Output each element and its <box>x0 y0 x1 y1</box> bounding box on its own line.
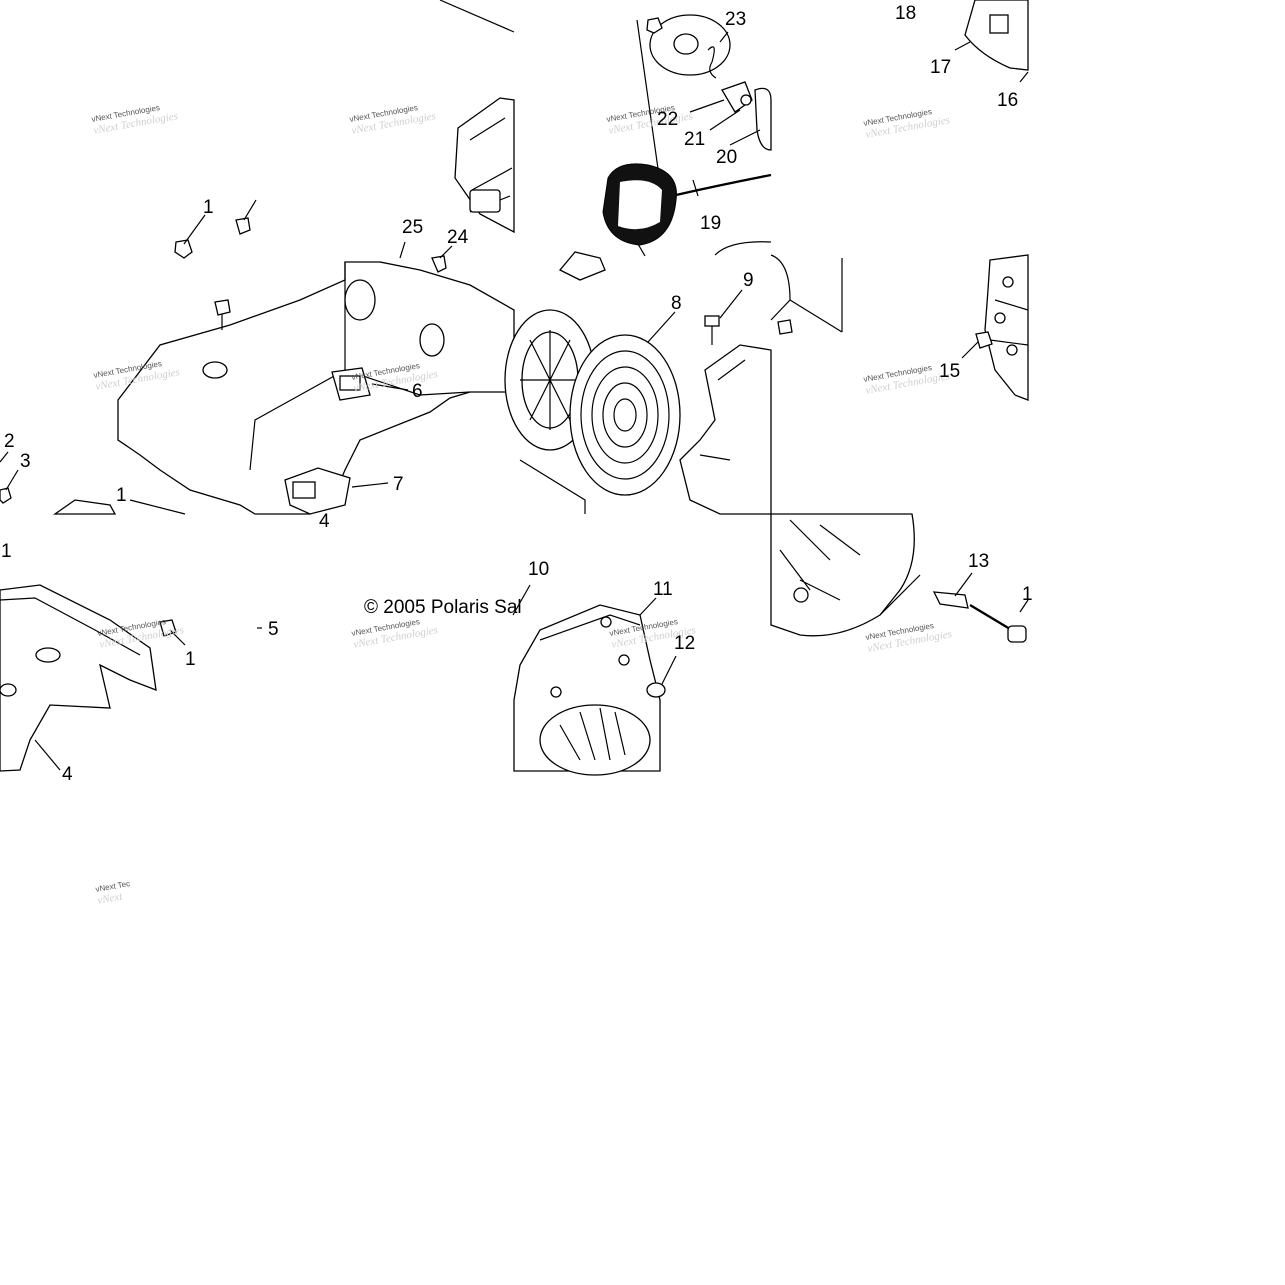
callout-15: 15 <box>939 361 960 382</box>
bolt-upper <box>214 299 231 330</box>
starter-cover <box>679 344 772 515</box>
flywheel-housing <box>964 0 1029 71</box>
bolt-24 <box>431 245 453 273</box>
callout-23: 23 <box>725 9 746 30</box>
callout-25: 25 <box>402 217 423 238</box>
callout-4: 4 <box>62 764 73 785</box>
callout-8: 8 <box>671 293 682 314</box>
callout-13: 13 <box>968 551 989 572</box>
bolt-1b <box>235 199 257 235</box>
tile-bottom-left <box>0 584 186 772</box>
tile-bottom-right <box>770 513 1029 643</box>
recoil-spring-8 <box>569 311 681 496</box>
tile-bottom-middle <box>512 584 677 776</box>
copyright-notice: © 2005 Polaris Sal <box>364 597 522 618</box>
engine-case <box>984 254 1029 401</box>
callout-24: 24 <box>447 227 469 248</box>
callout-22: 22 <box>657 109 678 130</box>
callout-6: 6 <box>412 381 423 402</box>
fan-housing <box>770 513 915 637</box>
callout-18: 18 <box>895 3 916 24</box>
bolt-9 <box>704 289 743 345</box>
callout-4: 4 <box>319 511 330 532</box>
callout-5: 5 <box>268 619 279 640</box>
gasket-7 <box>284 467 351 515</box>
callout-12: 12 <box>674 633 695 654</box>
callout-1: 1 <box>116 485 127 506</box>
round-port <box>202 361 228 379</box>
svg-text:vNext: vNext <box>97 890 125 906</box>
callout-1: 1 <box>185 649 196 670</box>
latch-13 <box>932 572 973 609</box>
tile-top-right <box>770 0 1029 401</box>
starter-rope <box>675 173 772 197</box>
callout-20: 20 <box>716 147 737 168</box>
callout-21: 21 <box>684 129 705 150</box>
callout-9: 9 <box>743 270 754 291</box>
spring-clip-23 <box>707 46 717 79</box>
bolt-1c <box>159 619 186 646</box>
bolt-1a <box>174 214 206 259</box>
callout-labels: 1 25 24 6 2 3 1 7 4 1 1 5 4 23 22 21 20 … <box>1 3 1033 785</box>
callout-2: 2 <box>4 431 15 452</box>
callout-3: 3 <box>20 451 31 472</box>
callout-14: 1 <box>1022 584 1033 605</box>
callout-16: 16 <box>997 90 1018 111</box>
tile-top-left <box>0 0 515 515</box>
lower-shroud <box>0 584 157 772</box>
callout-7: 7 <box>393 474 404 495</box>
nut-3 <box>0 469 19 504</box>
callout-17: 17 <box>930 57 951 78</box>
callout-19: 19 <box>700 213 721 234</box>
tile-bottom-center: © 2005 Polaris Sal <box>257 597 522 629</box>
pin-14 <box>969 599 1029 643</box>
callout-10: 10 <box>528 559 549 580</box>
tile-top-middle <box>504 14 772 515</box>
callout-11: 11 <box>653 579 673 600</box>
callout-1: 1 <box>1 541 12 562</box>
plug-12 <box>646 655 677 698</box>
bolt-15 <box>961 331 993 359</box>
nut-top <box>646 17 663 34</box>
callout-1: 1 <box>203 197 214 218</box>
